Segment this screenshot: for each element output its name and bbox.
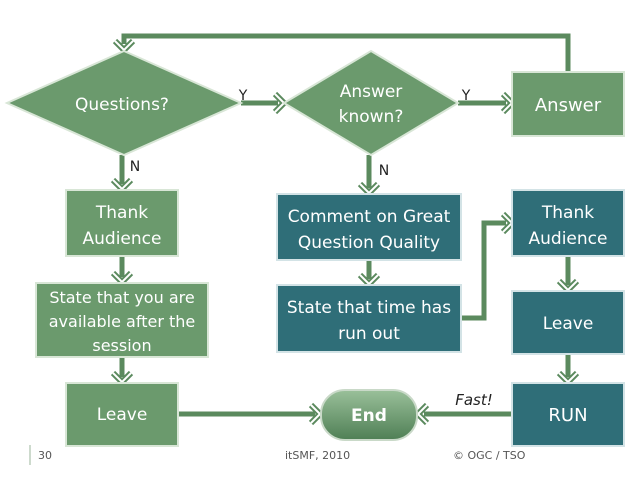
edge-label-fast: Fast! xyxy=(455,391,493,409)
state-available-line3: session xyxy=(92,336,151,355)
thank-audience-right-line2: Audience xyxy=(529,229,608,249)
edge-label-yes-2: Y xyxy=(461,88,471,104)
end-label: End xyxy=(351,406,387,426)
box-comment: Comment on Great Question Quality xyxy=(276,193,462,261)
thank-audience-left-box xyxy=(65,189,179,257)
terminal-end: End xyxy=(320,389,418,441)
decision-questions: Questions? xyxy=(4,49,244,157)
edge-label-no-1: N xyxy=(130,159,140,175)
state-available-line1: State that you are xyxy=(49,288,194,307)
answer-known-diamond xyxy=(282,49,460,157)
state-time-line1: State that time has xyxy=(287,298,451,318)
answer-known-label-line2: known? xyxy=(339,107,404,127)
connector-state-time-to-thank-right xyxy=(461,220,506,321)
state-available-box xyxy=(35,282,209,358)
answer-label: Answer xyxy=(535,95,602,116)
comment-box xyxy=(276,193,462,261)
leave-left-box xyxy=(65,382,179,447)
comment-line2: Question Quality xyxy=(298,233,440,253)
box-run: RUN xyxy=(511,382,625,447)
thank-audience-right-box xyxy=(511,189,625,257)
comment-line1: Comment on Great xyxy=(288,207,451,227)
run-box xyxy=(511,382,625,447)
box-answer: Answer xyxy=(511,71,625,137)
answer-box xyxy=(511,71,625,137)
edge-label-yes-1: Y xyxy=(238,88,248,104)
box-leave-right: Leave xyxy=(511,290,625,355)
thank-audience-left-line1: Thank xyxy=(95,203,148,223)
run-label: RUN xyxy=(548,405,587,426)
footer-page-number: 30 xyxy=(38,449,52,462)
decision-answer-known: Answer known? xyxy=(282,49,460,157)
edge-label-no-2: N xyxy=(379,163,389,179)
state-time-box xyxy=(276,284,462,353)
leave-right-label: Leave xyxy=(543,314,594,334)
end-terminal xyxy=(320,389,418,441)
leave-right-box xyxy=(511,290,625,355)
state-available-line2: available after the xyxy=(49,312,196,331)
questions-diamond xyxy=(4,49,244,157)
questions-label: Questions? xyxy=(75,95,169,115)
box-state-time: State that time has run out xyxy=(276,284,462,353)
footer-event: itSMF, 2010 xyxy=(285,449,350,462)
box-state-available: State that you are available after the s… xyxy=(35,282,209,358)
connector-answer-to-questions xyxy=(121,33,571,72)
thank-audience-left-line2: Audience xyxy=(83,229,162,249)
state-time-line2: run out xyxy=(338,324,400,344)
leave-left-label: Leave xyxy=(97,405,148,425)
thank-audience-right-line1: Thank xyxy=(541,203,594,223)
box-thank-audience-right: Thank Audience xyxy=(511,189,625,257)
box-leave-left: Leave xyxy=(65,382,179,447)
answer-known-label-line1: Answer xyxy=(340,82,403,102)
footer-copyright: © OGC / TSO xyxy=(453,449,526,462)
box-thank-audience-left: Thank Audience xyxy=(65,189,179,257)
